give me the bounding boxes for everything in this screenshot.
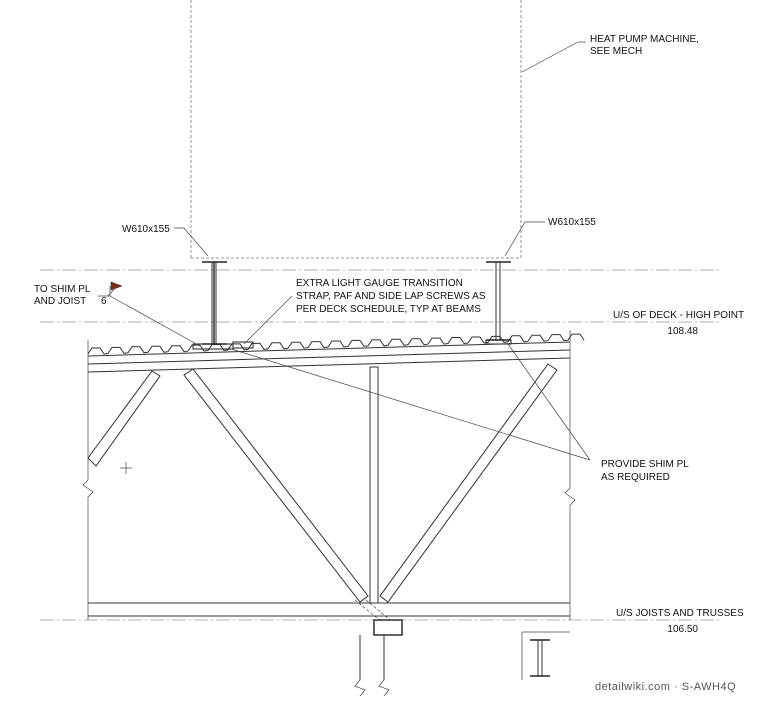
transition-strap (232, 341, 254, 349)
beam-right-label: W610x155 (548, 217, 596, 228)
shim-joist-label-line1: TO SHIM PL (34, 284, 91, 295)
shim-required-label-line1: PROVIDE SHIM PL (601, 459, 689, 470)
shim-joist-label-line2: AND JOIST (34, 296, 86, 307)
leader-beam-right (504, 221, 545, 257)
reference-crosshair (120, 462, 132, 474)
shim-required-label-line2: AS REQUIRED (601, 472, 670, 483)
beam-left-label: W610x155 (122, 224, 170, 235)
shim-plate-right (485, 339, 512, 345)
transition-label-line3: PER DECK SCHEDULE, TYP AT BEAMS (296, 304, 481, 315)
leader-heat-pump (521, 41, 586, 73)
beam-left-section (202, 261, 227, 345)
truss-top-chord (87, 349, 571, 373)
leader-shim-required (227, 343, 591, 461)
joist-level-label: U/S JOISTS AND TRUSSES (616, 608, 744, 619)
metal-deck-profile (87, 333, 585, 355)
leader-shim-joist (98, 281, 201, 347)
beam-right-section (486, 261, 511, 341)
watermark: detailwiki.com · S-AWH4Q (595, 681, 736, 693)
heat-pump-label-line2: SEE MECH (590, 46, 642, 57)
truss-break-right (564, 330, 576, 620)
truss-break-left (82, 340, 94, 620)
weld-size-label: 6 (101, 296, 107, 307)
heat-pump-label-line1: HEAT PUMP MACHINE, (590, 34, 699, 45)
joist-level-value: 106.50 (667, 624, 698, 635)
deck-level-value: 108.48 (667, 326, 698, 337)
leader-transition-strap (243, 295, 293, 345)
heat-pump-outline (190, 0, 522, 259)
transition-label-line1: EXTRA LIGHT GAUGE TRANSITION (296, 278, 463, 289)
transition-label-line2: STRAP, PAF AND SIDE LAP SCREWS AS (296, 291, 486, 302)
support-column (354, 619, 403, 697)
truss-bottom-chord (88, 602, 570, 617)
lower-beam-section (521, 631, 570, 680)
truss-web-members (87, 363, 558, 623)
leader-beam-left (174, 227, 209, 257)
deck-level-label: U/S OF DECK - HIGH POINT (613, 310, 744, 321)
